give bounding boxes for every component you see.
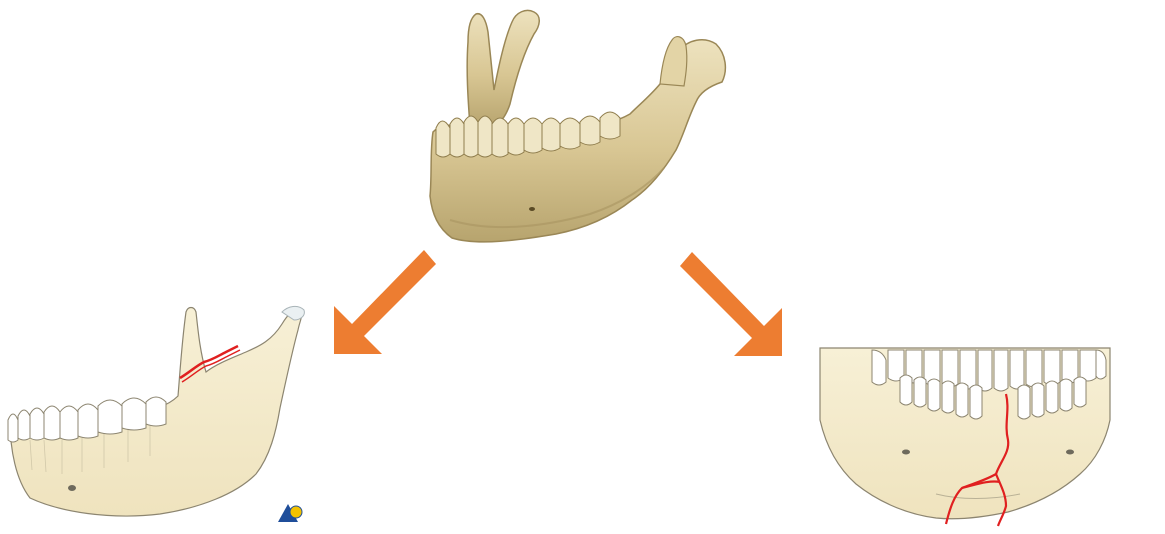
mental-foramen-frontal-right — [1066, 450, 1074, 455]
mental-foramen-frontal-left — [902, 450, 910, 455]
mental-foramen-3d — [529, 207, 535, 211]
coronoid-right — [660, 37, 687, 86]
arrow-right — [680, 252, 782, 356]
ao-logo-icon — [278, 504, 302, 522]
ramus-back — [467, 10, 539, 128]
mandible-lateral-icon — [8, 306, 304, 516]
mental-foramen-lateral — [68, 485, 76, 491]
arrow-left — [334, 250, 436, 354]
arrow-right-icon — [680, 252, 782, 356]
mandible-render-icon — [430, 10, 725, 241]
mandible-frontal-icon — [820, 348, 1110, 526]
arrow-left-icon — [334, 250, 436, 354]
